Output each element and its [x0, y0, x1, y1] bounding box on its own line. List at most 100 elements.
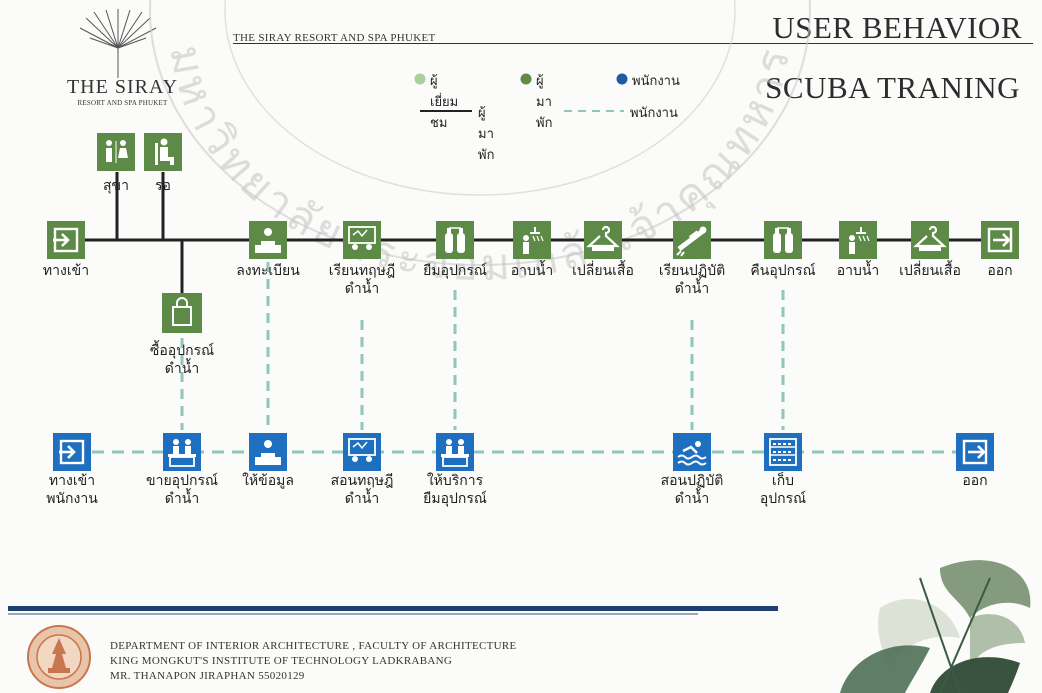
label-staff-exit: ออก [915, 472, 1035, 490]
label-info: ให้ข้อมูล [208, 472, 328, 490]
label-staff-entrance-line2: พนักงาน [46, 491, 98, 507]
label-entrance: ทางเข้า [6, 262, 126, 280]
page-subtitle: SCUBA TRANING [765, 70, 1020, 105]
legend-label-staff: พนักงาน [632, 74, 680, 89]
shower-icon [513, 221, 551, 259]
legend-label-guest: ผู้มาพัก [536, 74, 553, 131]
label-register-line1: ลงทะเบียน [236, 263, 300, 279]
label-store-line2: อุปกรณ์ [759, 491, 807, 507]
reception-desk-icon [249, 221, 287, 259]
legend-dot-guest [520, 73, 532, 85]
legend-label-guest-line: ผู้มาพัก [478, 106, 495, 163]
label-sell-line1: ขายอุปกรณ์ [146, 473, 218, 489]
label-change2-line1: เปลี่ยนเสื้อ [899, 263, 961, 279]
classroom-icon [343, 433, 381, 471]
label-teach-theory-line1: สอนทฤษฎี [330, 473, 394, 489]
footer-line-3: MR. THANAPON JIRAPHAN 55020129 [110, 670, 305, 682]
label-change1: เปลี่ยนเสื้อ [543, 262, 663, 280]
footer-bar-light [8, 613, 698, 615]
label-buy: ซื้ออุปกรณ์ ดำน้ำ [132, 342, 232, 378]
label-exit-line1: ออก [987, 263, 1013, 279]
label-practice-line1: เรียนปฏิบัติ [658, 263, 726, 279]
label-info-line1: ให้ข้อมูล [242, 473, 294, 489]
exit-icon [956, 433, 994, 471]
label-theory: เรียนทฤษฎีดำน้ำ [302, 262, 422, 298]
register-tile [249, 221, 287, 259]
label-service-line1: ให้บริการ [426, 473, 484, 489]
label-store-line1: เก็บ [771, 473, 795, 489]
label-sell-line2: ดำน้ำ [164, 491, 200, 507]
label-wait: รอ [155, 178, 171, 194]
label-teach-practice: สอนปฏิบัติดำน้ำ [632, 472, 752, 508]
palm-leaf-logo-icon [79, 9, 157, 78]
logo-subtitle: RESORT AND SPA PHUKET [77, 99, 168, 107]
scuba-tank-icon [436, 221, 474, 259]
shower2-tile [839, 221, 877, 259]
label-staff-entrance: ทางเข้าพนักงาน [12, 472, 132, 508]
label-staff-exit-line1: ออก [962, 473, 988, 489]
restroom-icon [97, 133, 135, 171]
label-theory-line1: เรียนทฤษฎี [328, 263, 396, 279]
university-seal-icon [27, 625, 91, 689]
entrance-icon [47, 221, 85, 259]
decorative-leaves-image [840, 560, 1031, 693]
label-shower2-line1: อาบน้ำ [836, 263, 880, 279]
label-shower1: อาบน้ำ [472, 262, 592, 280]
label-entrance-line1: ทางเข้า [42, 263, 90, 279]
footer-line-2: KING MONGKUT'S INSTITUTE OF TECHNOLOGY L… [110, 655, 453, 667]
label-store: เก็บอุปกรณ์ [723, 472, 843, 508]
exit-icon [981, 221, 1019, 259]
waiting-seat-icon [144, 133, 182, 171]
shower1-tile [513, 221, 551, 259]
header-divider [233, 43, 1033, 44]
shop-counter-icon [436, 433, 474, 471]
label-borrow-line1: ยืมอุปกรณ์ [423, 263, 487, 279]
page-title: USER BEHAVIOR [772, 10, 1022, 45]
label-service: ให้บริการยืมอุปกรณ์ [395, 472, 515, 508]
shower-icon [839, 221, 877, 259]
label-teach-practice-line2: ดำน้ำ [674, 491, 710, 507]
entrance-icon [53, 433, 91, 471]
shopping-bag-icon [162, 293, 202, 333]
resort-name-line: THE SIRAY RESORT AND SPA PHUKET [233, 32, 436, 44]
classroom-icon [343, 221, 381, 259]
label-borrow: ยืมอุปกรณ์ [395, 262, 515, 280]
label-practice-line2: ดำน้ำ [674, 281, 710, 297]
label-return-line1: คืนอุปกรณ์ [750, 263, 816, 279]
label-teach-theory: สอนทฤษฎีดำน้ำ [302, 472, 422, 508]
scuba-tank-icon [764, 221, 802, 259]
hanger-icon [584, 221, 622, 259]
label-sell: ขายอุปกรณ์ดำน้ำ [122, 472, 242, 508]
storage-rack-icon [764, 433, 802, 471]
label-teach-theory-line2: ดำน้ำ [344, 491, 380, 507]
label-theory-line2: ดำน้ำ [344, 281, 380, 297]
legend-dot-staff [616, 73, 628, 85]
logo: THE SIRAY RESORT AND SPA PHUKET [60, 76, 185, 107]
legend-label-visitor: ผู้เยี่ยมชม [430, 74, 459, 131]
legend-dot-visitor [414, 73, 426, 85]
guest-icons [97, 133, 202, 333]
hanger-icon [911, 221, 949, 259]
label-change1-line1: เปลี่ยนเสื้อ [572, 263, 634, 279]
swimming-icon [673, 433, 711, 471]
label-return: คืนอุปกรณ์ [723, 262, 843, 280]
label-shower2: อาบน้ำ [798, 262, 918, 280]
footer-bar-dark [8, 606, 778, 611]
teach-practice-tile [673, 433, 711, 471]
label-buy-line2: ดำน้ำ [164, 361, 200, 377]
logo-name: THE SIRAY [66, 76, 179, 98]
label-practice: เรียนปฏิบัติดำน้ำ [632, 262, 752, 298]
label-change2: เปลี่ยนเสื้อ [870, 262, 990, 280]
change2-tile [911, 221, 949, 259]
label-service-line2: ยืมอุปกรณ์ [423, 491, 487, 507]
label-buy-line1: ซื้ออุปกรณ์ [149, 343, 215, 359]
label-staff-entrance-line1: ทางเข้า [48, 473, 96, 489]
footer-line-1: DEPARTMENT OF INTERIOR ARCHITECTURE , FA… [110, 640, 517, 652]
label-toilet: สุขา [103, 178, 129, 194]
label-register: ลงทะเบียน [208, 262, 328, 280]
label-exit: ออก [940, 262, 1042, 280]
label-teach-practice-line1: สอนปฏิบัติ [660, 473, 724, 489]
label-shower1-line1: อาบน้ำ [510, 263, 554, 279]
diver-icon [673, 221, 711, 259]
